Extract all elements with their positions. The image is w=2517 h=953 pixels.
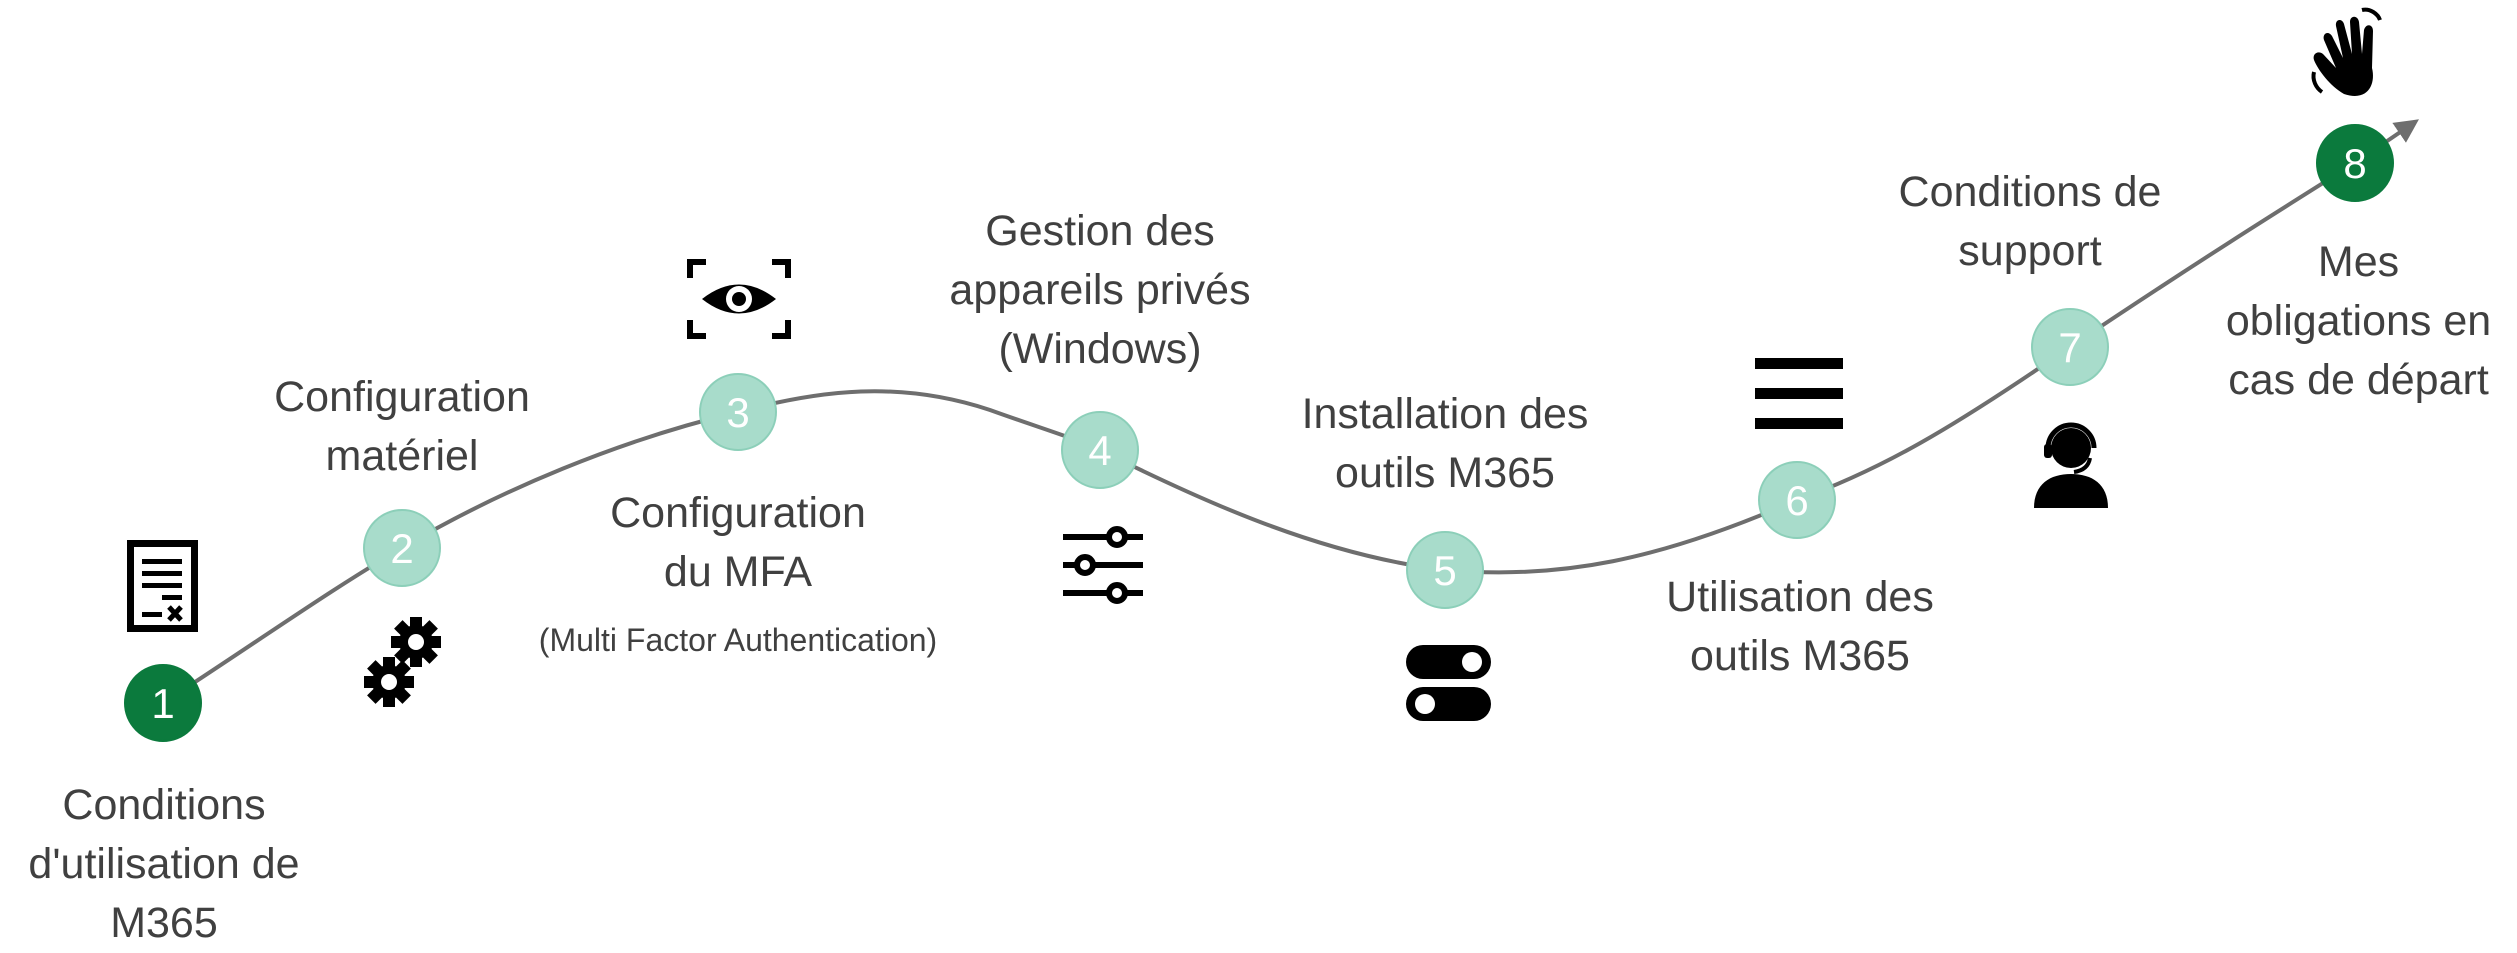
step-5-number: 5 [1433, 547, 1456, 594]
step-3-label-line-1: Configuration [610, 489, 866, 537]
step-2-label: Configuration matériel [232, 368, 572, 486]
step-1-circle [124, 664, 202, 742]
step-6-label-line-1: Utilisation des [1666, 573, 1934, 621]
step-6-number: 6 [1785, 477, 1808, 524]
step-6-label: Utilisation des outils M365 [1600, 568, 2000, 686]
step-7-number: 7 [2058, 324, 2081, 371]
step-7-label: Conditions de support [1880, 163, 2180, 281]
step-2-marker: 2 [363, 509, 441, 587]
step-3-label-line-2: du MFA [663, 548, 813, 596]
step-3-number: 3 [726, 389, 749, 436]
support-agent-icon [2034, 422, 2108, 508]
step-4-label-line-1: Gestion des [985, 207, 1215, 255]
step-2-number: 2 [390, 525, 413, 572]
step-1-number: 1 [151, 680, 174, 727]
step-5-circle [1406, 531, 1484, 609]
step-8-label-line-3: cas de départ [2228, 356, 2489, 404]
step-6-marker: 6 [1758, 461, 1836, 539]
step-1-label-line-3: M365 [110, 899, 218, 947]
step-2-circle [363, 509, 441, 587]
step-8-label-line-2: obligations en [2225, 297, 2492, 345]
step-8-number: 8 [2343, 140, 2366, 187]
document-icon [127, 540, 198, 632]
eye-scan-icon [687, 259, 791, 339]
step-8-label-line-1: Mes [2317, 238, 2400, 286]
step-3-marker: 3 [699, 373, 777, 451]
toggles-icon [1406, 645, 1491, 721]
step-5-label: Installation des outils M365 [1245, 385, 1645, 503]
step-1-label-line-2: d'utilisation de [28, 840, 300, 888]
sliders-icon [1063, 526, 1143, 604]
step-1-marker: 1 [124, 664, 202, 742]
step-5-label-line-2: outils M365 [1335, 449, 1555, 497]
step-4-number: 4 [1088, 427, 1111, 474]
step-4-label-line-2: appareils privés [949, 266, 1251, 314]
step-3-circle [699, 373, 777, 451]
step-4-marker: 4 [1061, 411, 1139, 489]
step-7-marker: 7 [2031, 308, 2109, 386]
step-4-circle [1061, 411, 1139, 489]
journey-path [161, 119, 2419, 705]
step-3-label: Configuration du MFA [568, 484, 908, 602]
step-5-marker: 5 [1406, 531, 1484, 609]
menu-icon [1755, 358, 1843, 429]
step-3-note: (Multi Factor Authentication) [538, 622, 938, 658]
step-8-circle [2316, 124, 2394, 202]
step-7-label-line-2: support [1958, 227, 2102, 275]
step-1-label: Conditions d'utilisation de M365 [0, 776, 328, 953]
step-4-label-line-3: (Windows) [998, 325, 1202, 373]
step-7-circle [2031, 308, 2109, 386]
step-6-circle [1758, 461, 1836, 539]
gears-icon [364, 617, 441, 707]
step-7-label-line-1: Conditions de [1898, 168, 2162, 216]
step-4-label: Gestion des appareils privés (Windows) [900, 202, 1300, 379]
waving-hand-icon [2311, 7, 2382, 96]
step-2-label-line-1: Configuration [274, 373, 530, 421]
step-2-label-line-2: matériel [325, 432, 479, 480]
step-6-label-line-2: outils M365 [1690, 632, 1910, 680]
step-5-label-line-1: Installation des [1301, 390, 1589, 438]
step-8-marker: 8 [2316, 124, 2394, 202]
step-1-label-line-1: Conditions [62, 781, 266, 829]
step-8-label: Mes obligations en cas de départ [2200, 233, 2517, 410]
